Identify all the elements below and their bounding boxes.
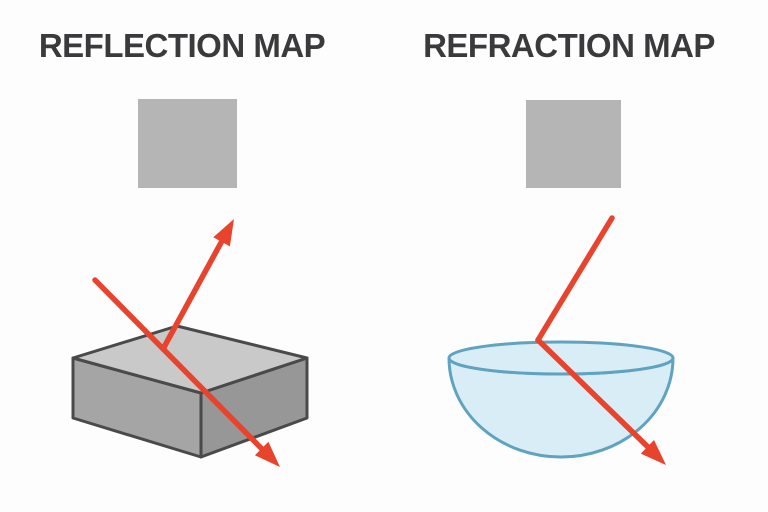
reflection-map-title: REFLECTION MAP <box>38 27 326 64</box>
bowl-rim <box>447 340 675 376</box>
environment-map-square-icon <box>526 100 621 188</box>
refracted-ray-arrow-icon <box>535 337 666 465</box>
reflection-panel <box>71 99 309 467</box>
reflective-surface-box-icon <box>71 324 309 459</box>
refraction-panel <box>447 100 675 465</box>
refractive-hemisphere-bowl-icon <box>447 340 675 459</box>
incident-ray-arrow-icon <box>92 277 280 467</box>
reflected-ray-arrow-icon <box>160 219 234 352</box>
incident-ray-line-icon <box>535 215 615 343</box>
refraction-map-title: REFRACTION MAP <box>423 27 715 64</box>
environment-map-square-icon <box>138 99 237 188</box>
box-top-face <box>71 324 309 395</box>
